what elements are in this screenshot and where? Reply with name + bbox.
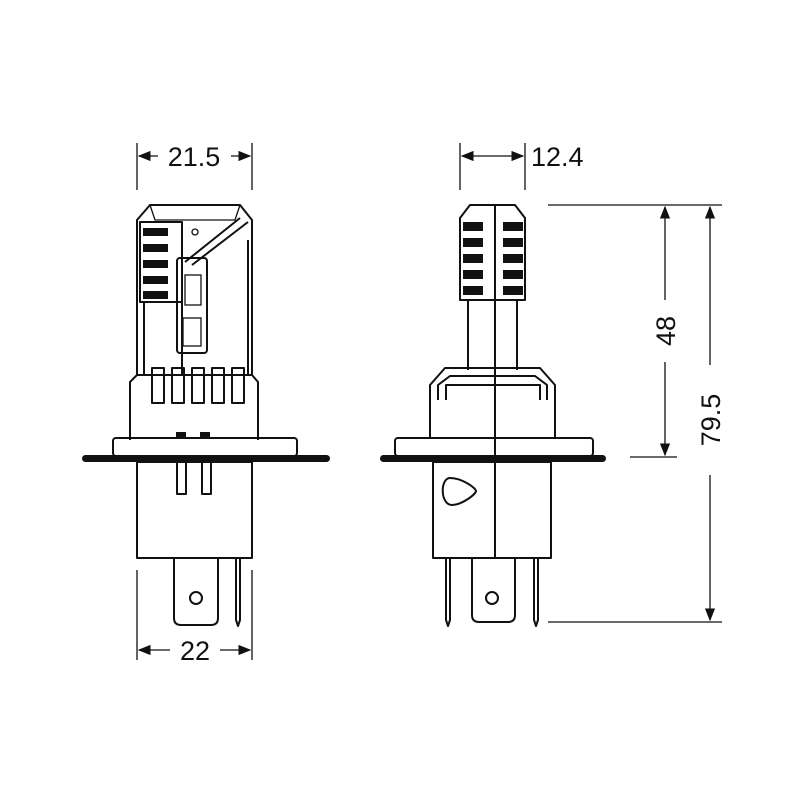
side-terminal-pin-left xyxy=(445,558,451,627)
height-dimensions: 48 79.5 xyxy=(548,204,726,623)
dimension-label-48: 48 xyxy=(651,316,681,346)
front-collar xyxy=(129,374,259,440)
side-base xyxy=(432,461,552,559)
front-heatsink-fins xyxy=(139,221,183,303)
side-terminal-tab xyxy=(471,558,516,623)
side-led-head xyxy=(459,204,526,301)
front-view-bulb xyxy=(82,204,330,627)
side-heatsink-fins xyxy=(463,222,523,295)
front-flange-lip xyxy=(112,437,298,457)
base-width-dimension: 22 xyxy=(136,570,253,666)
side-collar xyxy=(429,367,556,438)
front-base xyxy=(136,461,253,559)
dimension-label-22: 22 xyxy=(180,636,210,666)
dimension-label-79-5: 79.5 xyxy=(696,394,726,447)
side-terminal-pin-right xyxy=(533,558,539,627)
front-terminal-tab xyxy=(173,558,219,626)
front-width-dimension: 21.5 xyxy=(136,142,253,190)
dimension-label-12-4: 12.4 xyxy=(531,142,584,172)
side-width-dimension: 12.4 xyxy=(459,142,584,190)
front-terminal-pin xyxy=(235,558,241,627)
side-view-bulb xyxy=(380,204,606,627)
front-flange xyxy=(82,455,330,462)
side-flange xyxy=(380,455,606,462)
front-led-chip-board xyxy=(176,257,208,354)
dimension-label-21-5: 21.5 xyxy=(168,142,221,172)
side-locating-notch xyxy=(441,477,477,506)
front-collar-teeth xyxy=(151,367,245,404)
front-led-head xyxy=(136,204,253,375)
